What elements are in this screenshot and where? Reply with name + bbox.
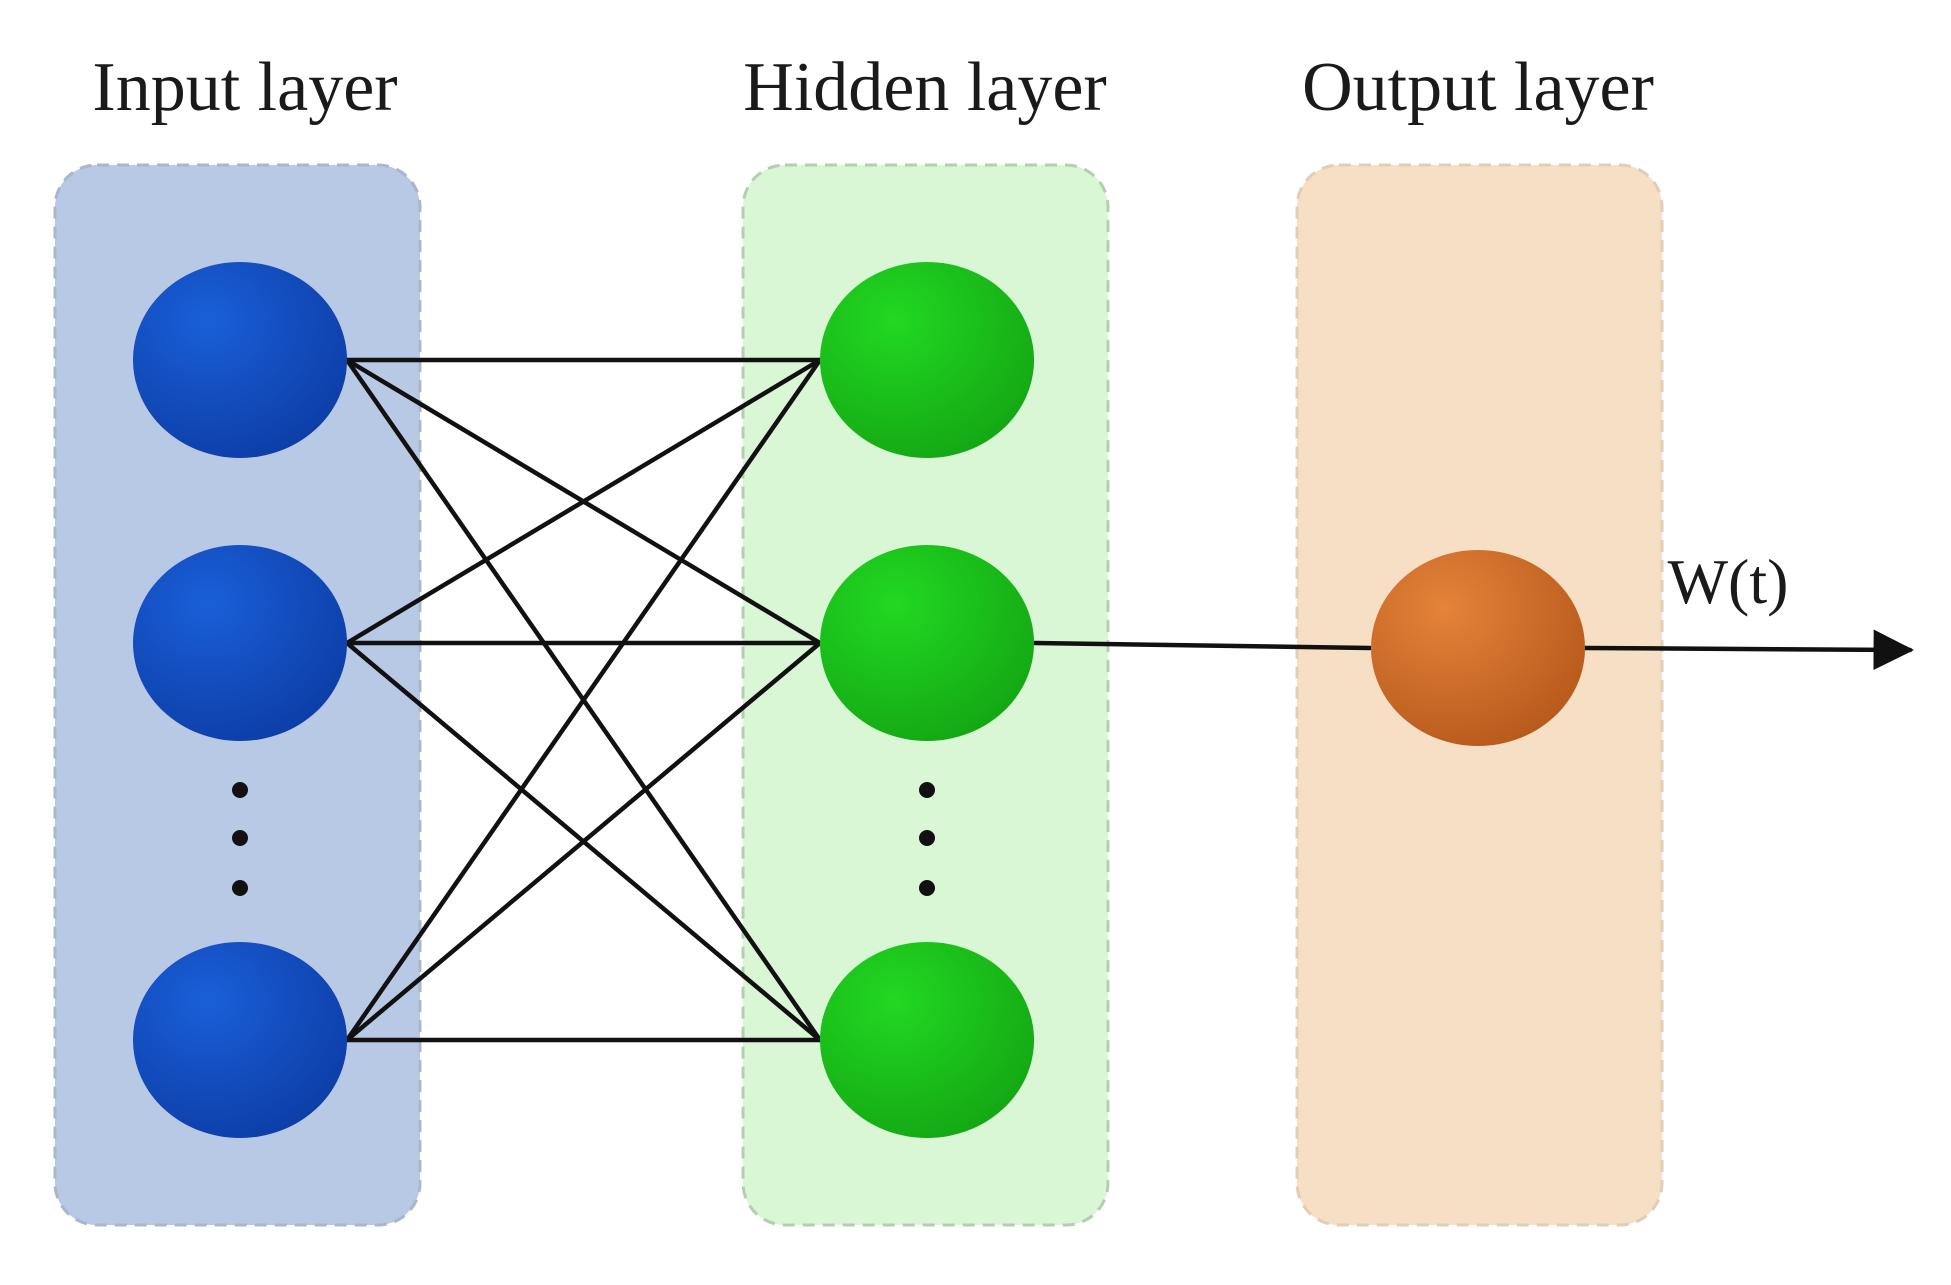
input-node-2 <box>133 545 347 741</box>
edge-input3-hidden2 <box>344 640 823 1043</box>
hidden-layer-title: Hidden layer <box>743 49 1106 126</box>
input-node-n <box>133 942 347 1138</box>
hidden-node-1 <box>820 262 1034 458</box>
output-node <box>1371 550 1585 746</box>
output-arrow <box>1582 629 1915 671</box>
edge-input2-hidden1 <box>344 357 823 646</box>
hidden-to-output-connection <box>1032 640 1373 651</box>
edge-input3-hidden1 <box>344 357 823 1043</box>
hidden-ellipsis <box>919 782 935 896</box>
connection-lines <box>344 357 823 1043</box>
hidden-node-n <box>820 942 1034 1138</box>
input-node-1 <box>133 262 347 458</box>
input-ellipsis <box>232 782 248 896</box>
output-layer-title: Output layer <box>1302 49 1654 126</box>
hidden-node-2 <box>820 545 1034 741</box>
output-label: W(t) <box>1668 546 1789 617</box>
input-layer-title: Input layer <box>92 49 397 126</box>
